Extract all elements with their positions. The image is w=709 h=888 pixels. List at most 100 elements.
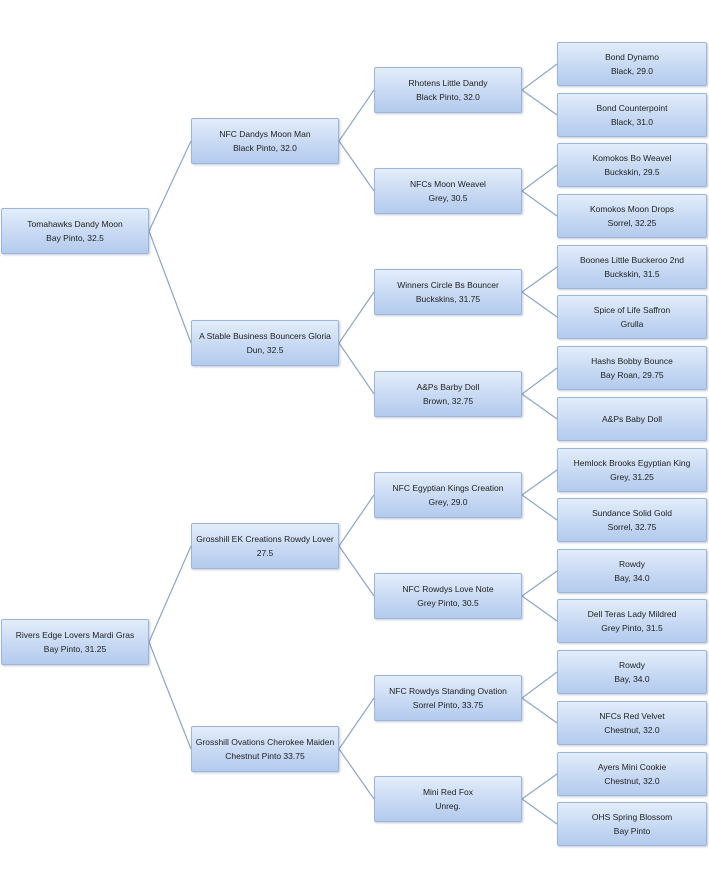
horse-name: Sundance Solid Gold — [592, 508, 672, 518]
horse-name: NFCs Moon Weavel — [410, 179, 486, 189]
connector-line — [521, 697, 558, 724]
connector-line — [521, 367, 558, 395]
horse-node-ohs-spring-blossom: OHS Spring Blossom Bay Pinto — [557, 802, 707, 846]
connector-line — [521, 773, 558, 800]
horse-details: Bay Pinto — [613, 826, 651, 836]
horse-details: Grey, 30.5 — [428, 193, 468, 203]
horse-details: Bay, 34.0 — [614, 674, 650, 684]
connector-line — [521, 63, 558, 91]
horse-node-dell-teras-lady-mildred: Dell Teras Lady Mildred Grey Pinto, 31.5 — [557, 599, 707, 643]
horse-name: OHS Spring Blossom — [591, 812, 673, 822]
connector-line — [338, 697, 375, 750]
horse-details: Sorrel, 32.75 — [607, 522, 657, 532]
horse-details: Grey Pinto, 30.5 — [417, 598, 479, 608]
horse-name: Rivers Edge Lovers Mardi Gras — [15, 630, 135, 640]
connector-line — [521, 798, 558, 825]
horse-name: Spice of Life Saffron — [593, 305, 671, 315]
connector-line — [338, 342, 375, 395]
horse-node-mini-red-fox: Mini Red Fox Unreg. — [374, 776, 522, 822]
connector-line — [338, 748, 375, 800]
horse-node-winners-circle-bs-bouncer: Winners Circle Bs Bouncer Buckskins, 31.… — [374, 269, 522, 315]
horse-details: Black, 29.0 — [610, 66, 654, 76]
horse-details: Black Pinto, 32.0 — [416, 92, 480, 102]
horse-details: Chestnut, 32.0 — [604, 725, 660, 735]
horse-name: Winners Circle Bs Bouncer — [397, 280, 499, 290]
connector-line — [338, 291, 375, 344]
connector-line — [521, 671, 558, 699]
horse-details: Bay, 34.0 — [614, 573, 650, 583]
horse-name: Bond Dynamo — [605, 52, 659, 62]
horse-name: NFC Dandys Moon Man — [219, 129, 311, 139]
horse-details: Bay Pinto, 31.25 — [43, 644, 107, 654]
horse-name: Rowdy — [619, 559, 645, 569]
horse-name: Dell Teras Lady Mildred — [587, 609, 677, 619]
horse-name: NFCs Red Velvet — [599, 711, 665, 721]
horse-node-rivers-edge-lovers-mardi-gras: Rivers Edge Lovers Mardi Gras Bay Pinto,… — [1, 619, 149, 665]
horse-node-hemlock-brooks-egyptian-king: Hemlock Brooks Egyptian King Grey, 31.25 — [557, 448, 707, 492]
horse-details: Chestnut Pinto 33.75 — [225, 751, 305, 761]
horse-name: A&Ps Baby Doll — [602, 414, 662, 424]
connector-line — [338, 494, 375, 547]
horse-name: A&Ps Barby Doll — [416, 382, 480, 392]
horse-name: Ayers Mini Cookie — [597, 762, 667, 772]
horse-name: Bond Counterpoint — [596, 103, 668, 113]
connector-line — [521, 393, 558, 420]
horse-details: Black Pinto, 32.0 — [233, 143, 297, 153]
horse-name: Hemlock Brooks Egyptian King — [573, 458, 691, 468]
horse-details: Buckskin, 29.5 — [604, 167, 660, 177]
horse-node-nfc-rowdys-standing-ovation: NFC Rowdys Standing Ovation Sorrel Pinto… — [374, 675, 522, 721]
horse-details: Unreg. — [435, 801, 461, 811]
connector-line — [148, 641, 192, 750]
horse-details: Grey Pinto, 31.5 — [601, 623, 663, 633]
horse-name: Komokos Moon Drops — [589, 204, 675, 214]
horse-node-bond-dynamo: Bond Dynamo Black, 29.0 — [557, 42, 707, 86]
horse-details: Bay Pinto, 32.5 — [46, 233, 104, 243]
horse-name: A Stable Business Bouncers Gloria — [199, 331, 331, 341]
horse-node-nfc-egyptian-kings-creation: NFC Egyptian Kings Creation Grey, 29.0 — [374, 472, 522, 518]
horse-details: Bay Roan, 29.75 — [600, 370, 664, 380]
horse-name: Rhotens Little Dandy — [408, 78, 488, 88]
horse-name: Komokos Bo Weavel — [592, 153, 672, 163]
horse-node-komokos-bo-weavel: Komokos Bo Weavel Buckskin, 29.5 — [557, 143, 707, 187]
connector-line — [521, 570, 558, 597]
horse-name: NFC Rowdys Love Note — [402, 584, 494, 594]
horse-name: NFC Egyptian Kings Creation — [392, 483, 504, 493]
horse-details: Brown, 32.75 — [422, 396, 474, 406]
connector-line — [521, 494, 558, 521]
horse-name: Hashs Bobby Bounce — [591, 356, 673, 366]
connector-line — [148, 545, 192, 643]
horse-details: Grulla — [620, 319, 644, 329]
horse-node-sundance-solid-gold: Sundance Solid Gold Sorrel, 32.75 — [557, 498, 707, 542]
horse-name: Rowdy — [619, 660, 645, 670]
horse-node-komokos-moon-drops: Komokos Moon Drops Sorrel, 32.25 — [557, 194, 707, 238]
horse-node-aps-barby-doll: A&Ps Barby Doll Brown, 32.75 — [374, 371, 522, 417]
connector-line — [521, 89, 558, 116]
horse-details: Buckskins, 31.75 — [415, 294, 481, 304]
horse-node-nfc-dandys-moon-man: NFC Dandys Moon Man Black Pinto, 32.0 — [191, 118, 339, 164]
horse-name: Mini Red Fox — [422, 787, 474, 797]
horse-node-rhotens-little-dandy: Rhotens Little Dandy Black Pinto, 32.0 — [374, 67, 522, 113]
horse-node-bond-counterpoint: Bond Counterpoint Black, 31.0 — [557, 93, 707, 137]
horse-node-hashs-bobby-bounce: Hashs Bobby Bounce Bay Roan, 29.75 — [557, 346, 707, 390]
horse-name: Boones Little Buckeroo 2nd — [580, 255, 684, 265]
horse-details: Black, 31.0 — [610, 117, 654, 127]
connector-line — [521, 190, 558, 217]
connector-line — [338, 545, 375, 597]
connector-line — [148, 230, 192, 344]
horse-node-tomahawks-dandy-moon: Tomahawks Dandy Moon Bay Pinto, 32.5 — [1, 208, 149, 254]
connector-line — [521, 164, 558, 192]
connector-line — [148, 140, 192, 232]
horse-name: NFC Rowdys Standing Ovation — [389, 686, 507, 696]
horse-node-spice-of-life-saffron: Spice of Life Saffron Grulla — [557, 295, 707, 339]
horse-details: 27.5 — [256, 548, 274, 558]
horse-node-grosshill-ek-creations-rowdy-lover: Grosshill EK Creations Rowdy Lover 27.5 — [191, 523, 339, 569]
connector-line — [521, 595, 558, 622]
horse-details: Buckskin, 31.5 — [604, 269, 660, 279]
horse-details: Dun, 32.5 — [246, 345, 284, 355]
horse-node-ayers-mini-cookie: Ayers Mini Cookie Chestnut, 32.0 — [557, 752, 707, 796]
horse-node-aps-baby-doll: A&Ps Baby Doll — [557, 397, 707, 441]
connector-line — [338, 89, 375, 142]
horse-node-nfc-rowdys-love-note: NFC Rowdys Love Note Grey Pinto, 30.5 — [374, 573, 522, 619]
